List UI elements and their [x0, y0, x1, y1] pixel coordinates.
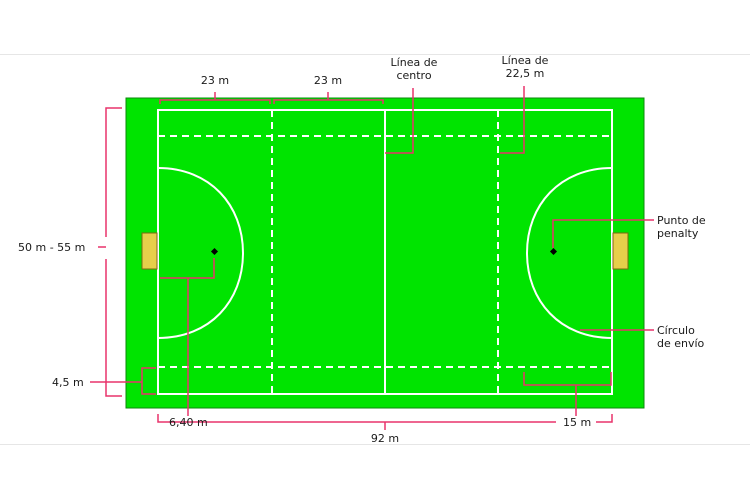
bracket-width-bottom [105, 259, 122, 397]
label-width-range: 50 m - 55 m [18, 241, 85, 254]
shooting-circle-left [157, 167, 245, 339]
bracket-width-top [105, 107, 122, 237]
label-22-5-2: 22,5 m [506, 67, 545, 80]
callout-22-5-line [500, 86, 525, 154]
label-22-5-1: Línea de [502, 54, 549, 67]
bracket-4-5m [141, 367, 156, 395]
bracket-6-40m [160, 258, 215, 279]
shooting-circle-right [525, 167, 613, 339]
label-23m-left: 23 m [201, 74, 229, 87]
top-divider [0, 54, 750, 55]
label-15m: 15 m [563, 416, 591, 429]
goal-right [612, 232, 629, 270]
penalty-spot-left [210, 247, 219, 256]
callout-center-line [385, 88, 414, 154]
bracket-15m [523, 372, 612, 386]
callout-penalty [552, 219, 654, 248]
bottom-divider [0, 444, 750, 445]
label-92m: 92 m [371, 432, 399, 445]
label-6-40m: 6,40 m [169, 416, 208, 429]
label-penalty-1: Punto de [657, 214, 706, 227]
length-right-end [596, 414, 613, 423]
label-penalty-2: penalty [657, 227, 699, 240]
goal-left [141, 232, 158, 270]
label-center-line-1: Línea de [391, 56, 438, 69]
penalty-spot-right [549, 247, 558, 256]
label-4-5m: 4,5 m [52, 376, 84, 389]
label-shooting-circle-1: Círculo [657, 324, 695, 337]
label-23m-right: 23 m [314, 74, 342, 87]
label-center-line-2: centro [396, 69, 431, 82]
label-shooting-circle-2: de envío [657, 337, 705, 350]
length-left-end [157, 414, 210, 423]
